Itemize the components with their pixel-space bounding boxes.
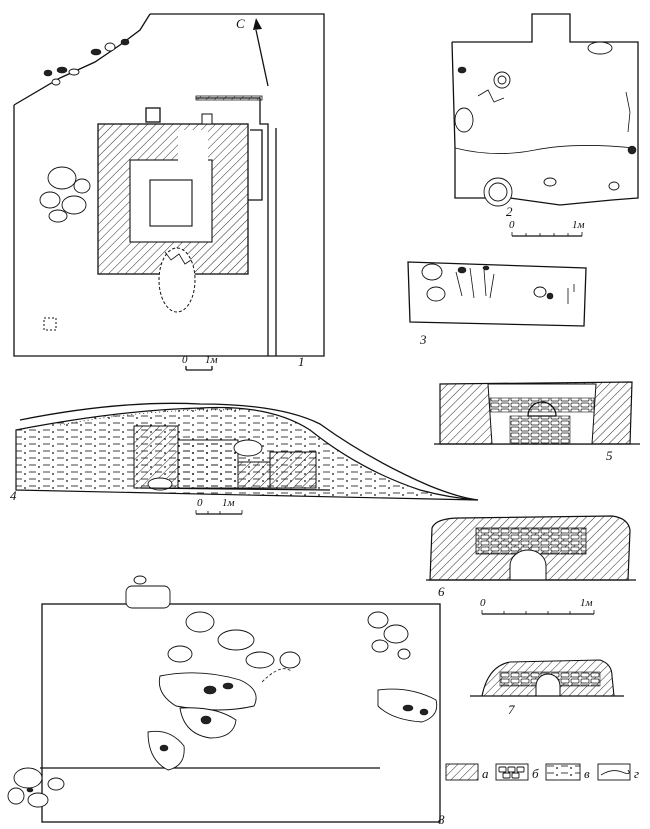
legend-swatch-surface-line — [597, 763, 631, 781]
scale-bar-1: 0 1м — [182, 354, 218, 371]
legend: а б в г — [445, 763, 639, 781]
figure-5-section: 5 — [434, 381, 640, 463]
figure-label-4: 4 — [10, 488, 17, 503]
legend-swatch-hatch — [445, 763, 479, 781]
scale-bar-6: 0 1м — [480, 597, 595, 615]
svg-text:1м: 1м — [205, 354, 218, 366]
figure-4-section: 4 0 1м — [10, 402, 479, 515]
svg-text:1м: 1м — [580, 597, 593, 609]
stones-cluster-topleft — [43, 38, 130, 86]
figure-2-plan: 2 0 1м — [451, 13, 639, 237]
north-label: С — [236, 16, 245, 31]
figure-label-8: 8 — [438, 812, 445, 827]
figure-label-2: 2 — [506, 204, 513, 219]
stones-cluster-bottomleft — [7, 767, 65, 808]
svg-text:1м: 1м — [572, 219, 585, 231]
scale-bar-4: 0 1м — [195, 497, 243, 515]
stones-cluster-center — [147, 611, 301, 771]
stones-cluster-right — [367, 611, 438, 723]
figure-8-plan: 8 — [7, 575, 445, 827]
svg-text:1м: 1м — [222, 497, 235, 509]
legend-key-v: в — [584, 766, 590, 781]
figure-label-7: 7 — [508, 702, 515, 717]
svg-text:0: 0 — [197, 497, 203, 509]
north-arrow: С — [236, 16, 269, 87]
stones-cluster-top — [125, 575, 171, 609]
figure-1-plan: С 0 1м 1 — [13, 13, 325, 371]
scale-bar-2: 0 1м — [509, 219, 585, 237]
legend-key-g: г — [634, 766, 639, 781]
figure-label-6: 6 — [438, 584, 445, 599]
figure-3-plan: 3 — [407, 261, 587, 347]
figure-7-section: 7 — [470, 659, 624, 717]
legend-key-a: а — [482, 766, 489, 781]
figure-label-5: 5 — [606, 448, 613, 463]
figure-label-3: 3 — [419, 332, 427, 347]
figure-6-section: 6 0 1м — [426, 515, 636, 615]
legend-swatch-stones — [495, 763, 529, 781]
stones-cluster-left — [39, 166, 91, 223]
svg-text:0: 0 — [182, 354, 188, 366]
svg-text:0: 0 — [480, 597, 486, 609]
legend-swatch-dashed — [545, 763, 581, 781]
figure-label-1: 1 — [298, 354, 305, 369]
svg-text:0: 0 — [509, 219, 515, 231]
legend-key-b: б — [532, 766, 539, 781]
